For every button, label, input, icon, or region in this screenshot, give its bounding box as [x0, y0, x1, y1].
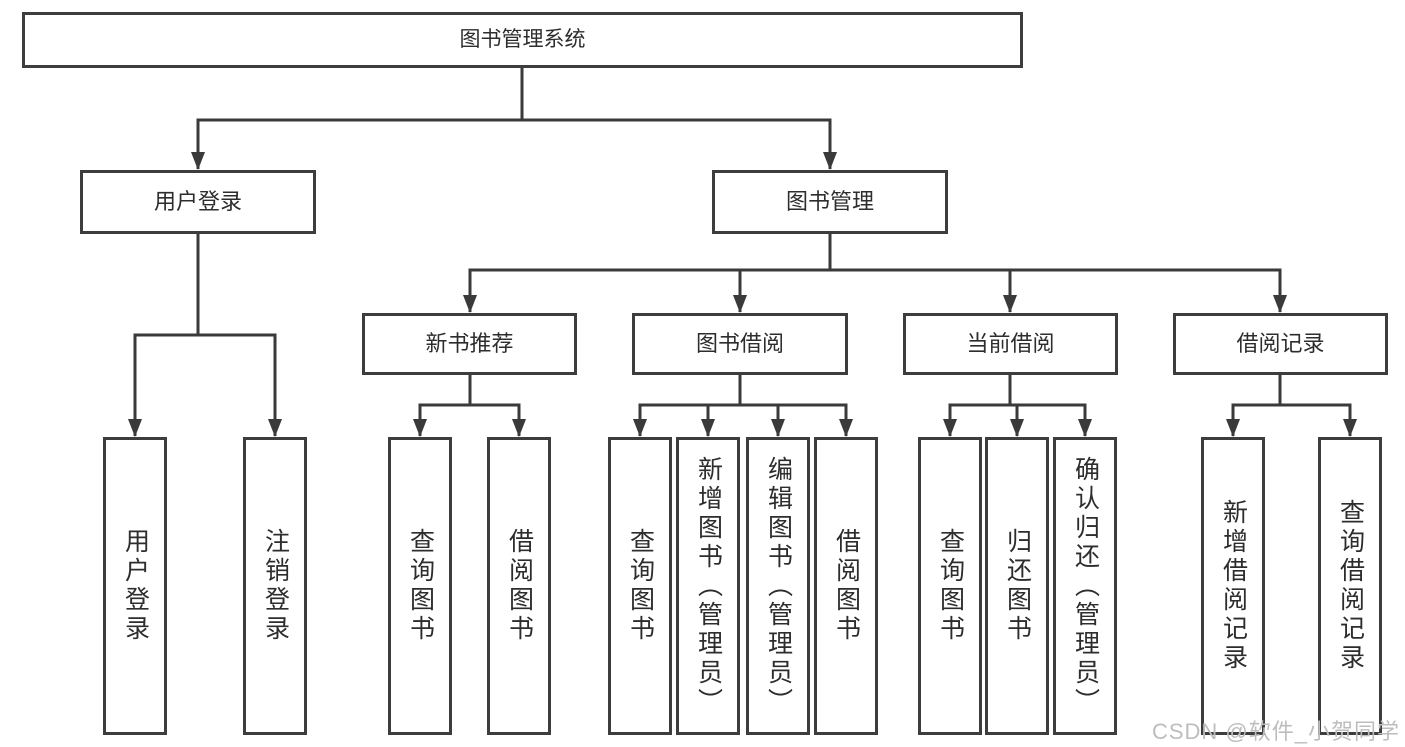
csdn-watermark: CSDN @软件_小贺同学: [1151, 719, 1400, 744]
leaf-borrow-query-books: 查询图书: [608, 437, 672, 735]
leaf-newbook-query-books: 查询图书: [388, 437, 452, 735]
node-current-borrow: 当前借阅: [903, 313, 1118, 375]
leaf-current-return-book: 归还图书: [985, 437, 1049, 735]
leaf-logout: 注销登录: [243, 437, 307, 735]
leaf-current-confirm-return-admin: 确认归还（管理员）: [1053, 437, 1117, 735]
leaf-borrow-edit-book-admin: 编辑图书（管理员）: [746, 437, 810, 735]
leaf-borrow-borrow-book: 借阅图书: [814, 437, 878, 735]
node-user-login-branch: 用户登录: [80, 170, 316, 234]
node-root-system: 图书管理系统: [22, 12, 1023, 68]
leaf-user-login: 用户登录: [103, 437, 167, 735]
leaf-current-query-books: 查询图书: [918, 437, 982, 735]
leaf-newbook-borrow-book: 借阅图书: [487, 437, 551, 735]
node-new-book-recommend: 新书推荐: [362, 313, 577, 375]
node-book-management-branch: 图书管理: [712, 170, 948, 234]
leaf-record-query-borrow-record: 查询借阅记录: [1318, 437, 1382, 735]
node-borrow-records: 借阅记录: [1173, 313, 1388, 375]
leaf-borrow-add-book-admin: 新增图书（管理员）: [676, 437, 740, 735]
leaf-record-add-borrow-record: 新增借阅记录: [1201, 437, 1265, 735]
node-book-borrow: 图书借阅: [632, 313, 848, 375]
